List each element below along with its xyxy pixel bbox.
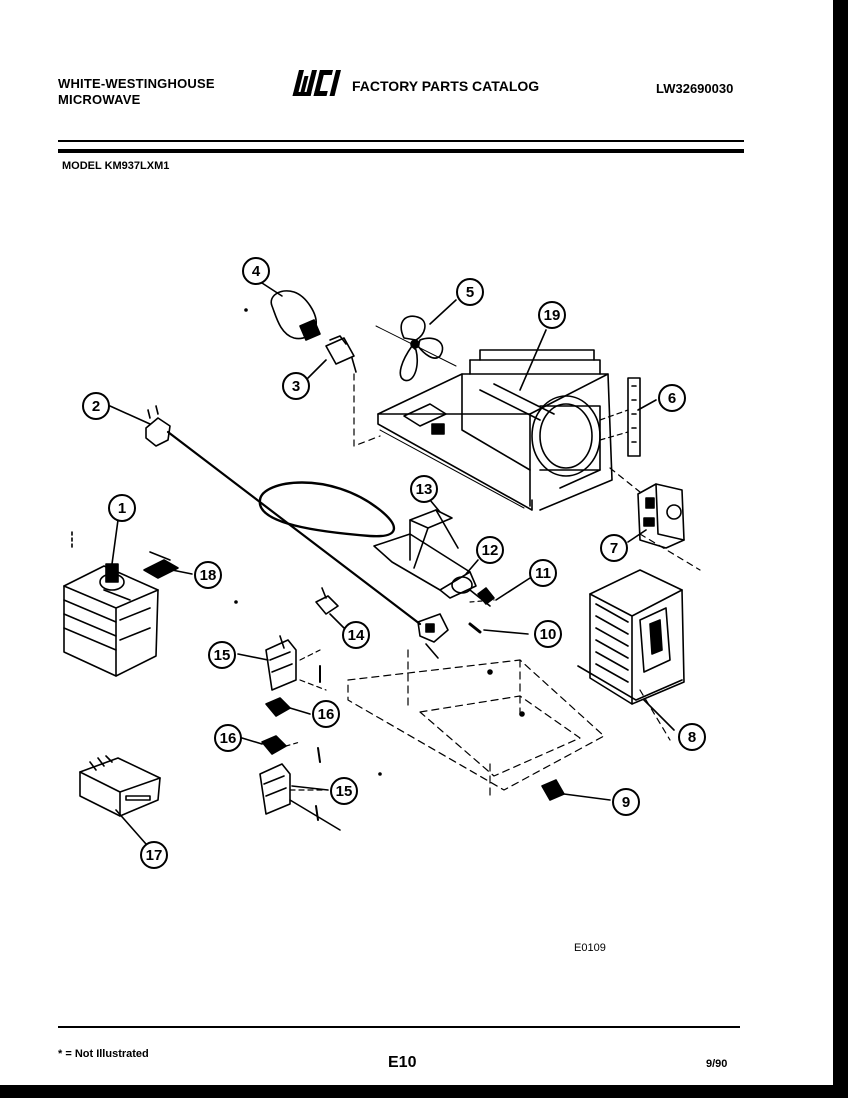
page-number: E10 — [388, 1054, 417, 1071]
header-rule-thick — [58, 149, 744, 153]
callout-label: 11 — [535, 565, 551, 582]
fan-blade-part — [375, 315, 457, 382]
callout-label: 17 — [146, 847, 163, 864]
door-switch-part — [417, 613, 482, 659]
clip-part — [315, 587, 339, 615]
callout-label: 10 — [540, 626, 557, 643]
callout-label: 13 — [416, 481, 433, 498]
figure-code: E0109 — [574, 942, 606, 954]
switch-actuator-upper-part — [265, 697, 291, 717]
brand-block: WHITE-WESTINGHOUSE MICROWAVE — [58, 76, 215, 108]
callout-label: 19 — [544, 307, 561, 324]
callout-16: 16 — [312, 700, 340, 728]
callout-label: 1 — [118, 500, 126, 517]
control-module-part — [79, 755, 161, 817]
callout-8: 8 — [678, 723, 706, 751]
interlock-switch-lower-part — [259, 763, 341, 831]
motor-bracket-part — [409, 509, 459, 569]
callout-9: 9 — [612, 788, 640, 816]
callout-label: 12 — [482, 542, 499, 559]
product-line: MICROWAVE — [58, 92, 141, 107]
callout-label: 4 — [252, 263, 261, 280]
callout-2: 2 — [82, 392, 110, 420]
callout-label: 14 — [348, 627, 365, 644]
power-cord-part — [145, 405, 422, 626]
callout-1: 1 — [108, 494, 136, 522]
callout-3: 3 — [282, 372, 310, 400]
revision-date: 9/90 — [706, 1058, 728, 1070]
callout-11: 11 — [529, 559, 557, 587]
callout-label: 15 — [214, 647, 231, 664]
callout-16-b: 16 — [214, 724, 242, 752]
header-rule-thin — [58, 140, 744, 142]
callout-13: 13 — [410, 475, 438, 503]
catalog-title: FACTORY PARTS CATALOG — [352, 78, 540, 94]
catalog-page: WHITE-WESTINGHOUSE MICROWAVE FACTORY PAR… — [0, 0, 833, 1085]
chassis-frame-part — [377, 349, 613, 511]
callout-5: 5 — [456, 278, 484, 306]
callout-15-b: 15 — [330, 777, 358, 805]
base-plate-outline — [347, 649, 605, 801]
callout-4: 4 — [242, 257, 270, 285]
callout-label: 2 — [92, 398, 100, 415]
callout-19: 19 — [538, 301, 566, 329]
callout-14: 14 — [342, 621, 370, 649]
callout-10: 10 — [534, 620, 562, 648]
callout-label: 16 — [318, 706, 335, 723]
timer-switch-part — [609, 467, 701, 571]
footer-rule — [58, 1026, 740, 1028]
callout-12: 12 — [476, 536, 504, 564]
lamp-socket-part — [325, 335, 357, 373]
fuse-holder-part — [143, 551, 179, 579]
magnetron-part — [63, 531, 159, 677]
catalog-number: LW32690030 — [656, 81, 734, 96]
callout-15: 15 — [208, 641, 236, 669]
bracket-part — [599, 377, 641, 457]
lamp-bulb-part — [270, 290, 321, 341]
callout-label: 7 — [610, 540, 618, 557]
callout-label: 3 — [292, 378, 300, 395]
model-number: MODEL KM937LXM1 — [62, 160, 170, 172]
callout-label: 16 — [220, 730, 237, 747]
not-illustrated-note: * = Not Illustrated — [58, 1048, 149, 1060]
callout-label: 9 — [622, 794, 630, 811]
fan-motor-part — [373, 533, 495, 607]
interlock-switch-upper-part — [265, 635, 327, 691]
callout-label: 8 — [688, 729, 696, 746]
callout-7: 7 — [600, 534, 628, 562]
callout-label: 15 — [336, 783, 353, 800]
wci-logo — [292, 70, 342, 96]
callout-label: 5 — [466, 284, 474, 301]
brand-name: WHITE-WESTINGHOUSE — [58, 76, 215, 91]
callout-18: 18 — [194, 561, 222, 589]
callout-17: 17 — [140, 841, 168, 869]
callout-6: 6 — [658, 384, 686, 412]
thermal-fuse-part — [541, 779, 565, 801]
switch-actuator-lower-part — [261, 735, 321, 763]
callout-label: 18 — [200, 567, 217, 584]
callout-label: 6 — [668, 390, 676, 407]
transformer-part — [577, 569, 685, 741]
